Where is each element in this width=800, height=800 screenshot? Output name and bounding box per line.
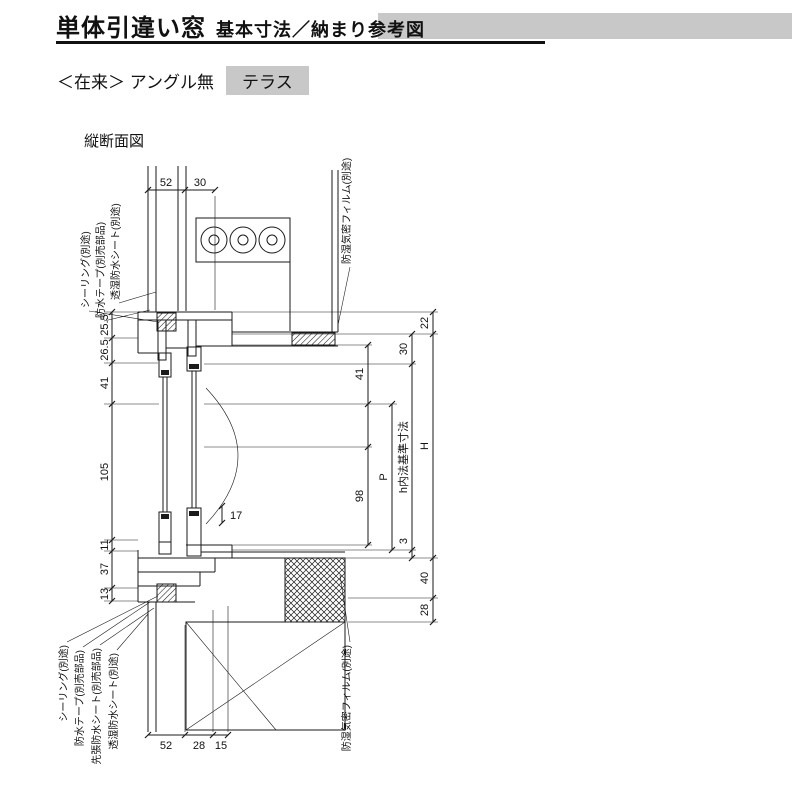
dim-outer-H: H — [419, 442, 431, 450]
label-vapor-barrier-film-top: 防湿気密フィルム(別途) — [340, 158, 353, 264]
page-title: 単体引違い窓 — [56, 15, 206, 42]
mid-right-dimension-chain: 30 h内法基準寸法 3 P — [204, 330, 438, 562]
dim-left-11: 11 — [99, 539, 111, 550]
top-annotations: シーリング(別途) 防水テープ(別売部品) 透湿防水シート(別途) 防湿気密フィ… — [79, 158, 353, 326]
label-preapplied-waterproof-sheet-bottom: 先張防水シート(別売部品) — [90, 648, 103, 765]
page-header: 単体引違い窓 基本寸法／納まり参考図 — [56, 8, 425, 43]
dim-inner-41: 41 — [354, 368, 366, 380]
dim-left-13: 13 — [99, 588, 111, 600]
bottom-annotations: シーリング(別途) 防水テープ(別売部品) 先張防水シート(別売部品) 透湿防水… — [57, 574, 353, 765]
dim-left-105: 105 — [99, 463, 111, 481]
dim-bottom-28: 28 — [193, 740, 205, 752]
dim-outer-40: 40 — [419, 572, 431, 584]
underfloor-insulation-hatch — [284, 557, 346, 623]
dim-outer-22: 22 — [419, 317, 431, 329]
sill-sealing-hatch — [156, 583, 177, 603]
inner-right-dimension-chain: 41 98 17 — [204, 341, 397, 549]
dim-mid-30: 30 — [398, 343, 410, 355]
outer-sash — [158, 352, 172, 543]
sash-swing-arc — [205, 387, 239, 525]
dim-mid-h-naiho: h内法基準寸法 — [396, 421, 410, 493]
view-label: 縦断面図 — [84, 133, 145, 150]
upper-wall-section — [147, 166, 339, 332]
dim-bottom-52: 52 — [160, 740, 172, 752]
label-sealing-top: シーリング(別途) — [79, 231, 92, 308]
dim-mid-P: P — [378, 473, 390, 480]
header-gray-bar — [378, 13, 792, 39]
dim-outer-28: 28 — [419, 604, 431, 616]
dim-left-25-5: 25.5 — [99, 314, 111, 335]
dim-top-52: 52 — [160, 177, 172, 189]
page-subtitle: 基本寸法／納まり参考図 — [216, 20, 425, 40]
label-breathable-sheet-bottom: 透湿防水シート(別途) — [107, 653, 120, 750]
dim-top-30: 30 — [194, 177, 206, 189]
dim-inner-98: 98 — [354, 490, 366, 502]
label-waterproof-tape-bottom: 防水テープ(別売部品) — [73, 650, 86, 746]
variant-row: ＜在来＞ アングル無 テラス — [57, 66, 309, 95]
dim-left-41: 41 — [99, 377, 111, 389]
dim-left-26-5: 26.5 — [99, 339, 111, 360]
dim-mid-3: 3 — [398, 538, 410, 544]
label-breathable-sheet-top: 透湿防水シート(別途) — [109, 203, 122, 300]
bottom-dimension-line: 52 28 15 — [144, 731, 232, 752]
dim-inner-17: 17 — [230, 510, 242, 522]
left-dimension-chain: 25.5 26.5 41 105 11 37 13 — [99, 308, 159, 605]
outer-right-dimension-chain: 22 H 40 28 — [232, 308, 438, 626]
variant-badge: テラス — [226, 66, 309, 95]
title-underline — [56, 41, 545, 44]
inner-sash — [186, 346, 239, 557]
dim-bottom-15: 15 — [215, 740, 227, 752]
label-vapor-barrier-film-bottom: 防湿気密フィルム(別途) — [340, 645, 353, 751]
dim-left-37: 37 — [99, 563, 111, 575]
interior-head-hatch — [291, 332, 336, 346]
label-sealing-bottom: シーリング(別途) — [57, 645, 70, 722]
variant-label: ＜在来＞ アングル無 — [57, 73, 215, 92]
label-waterproof-tape-top: 防水テープ(別売部品) — [94, 222, 107, 318]
lower-wall-foundation — [147, 557, 346, 732]
head-frame — [137, 311, 338, 361]
